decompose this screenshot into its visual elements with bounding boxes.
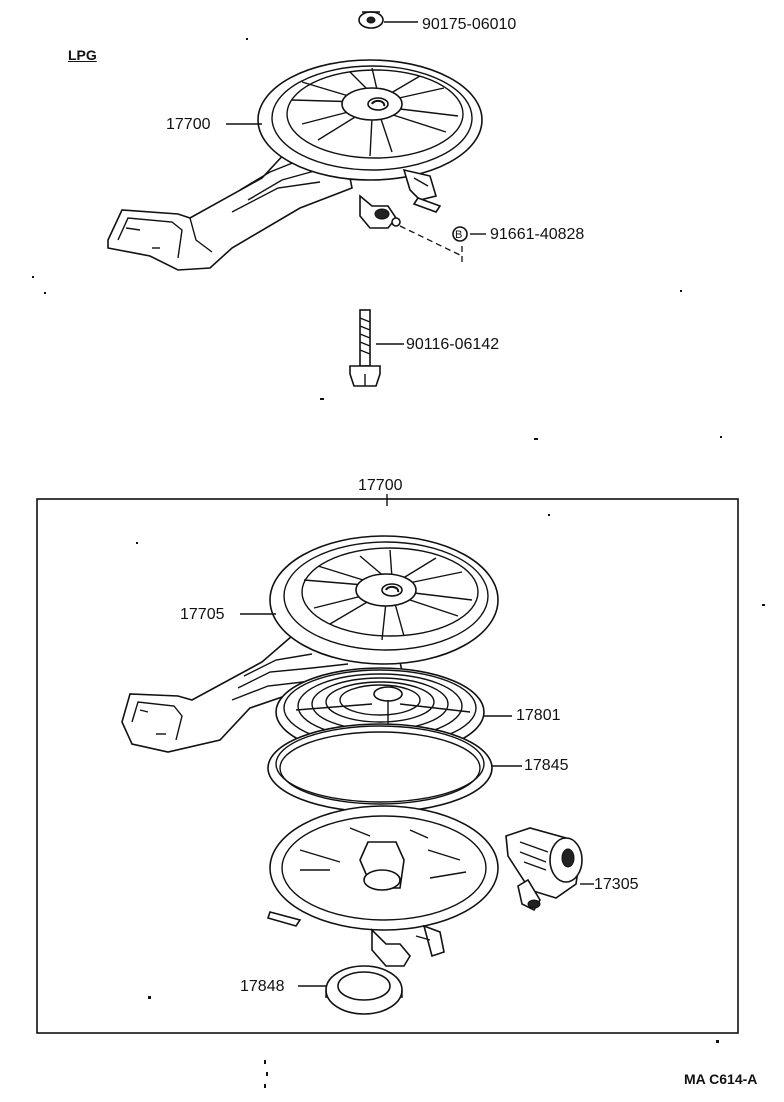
bolt-90116-06142-drawing [349, 309, 404, 387]
part-number-gasket: 17845 [524, 757, 569, 774]
gasket-17845-drawing [267, 723, 522, 813]
scan-specks [32, 38, 765, 1088]
top-air-cleaner-assembly [107, 59, 483, 271]
part-number-seal: 17848 [240, 978, 285, 995]
part-number-element: 17801 [516, 707, 561, 724]
diagram-code: MA C614-A [684, 1071, 758, 1087]
case-17305-drawing [266, 805, 594, 967]
part-number-bolt: 90116-06142 [406, 336, 500, 353]
seal-17848-drawing [298, 965, 403, 1015]
part-number-clip: 90175-06010 [422, 16, 517, 33]
grommet-marker: B [455, 229, 463, 241]
variant-label: LPG [68, 47, 97, 63]
clip-90175-06010-drawing [358, 11, 418, 29]
part-number-cap: 17705 [180, 606, 225, 623]
exploded-view-title: 17700 [358, 477, 403, 494]
part-number-grommet: 91661-40828 [490, 226, 585, 243]
grommet-91661-40828-drawing [399, 225, 468, 266]
part-number-assembly-top: 17700 [166, 116, 211, 133]
part-number-case: 17305 [594, 876, 639, 893]
